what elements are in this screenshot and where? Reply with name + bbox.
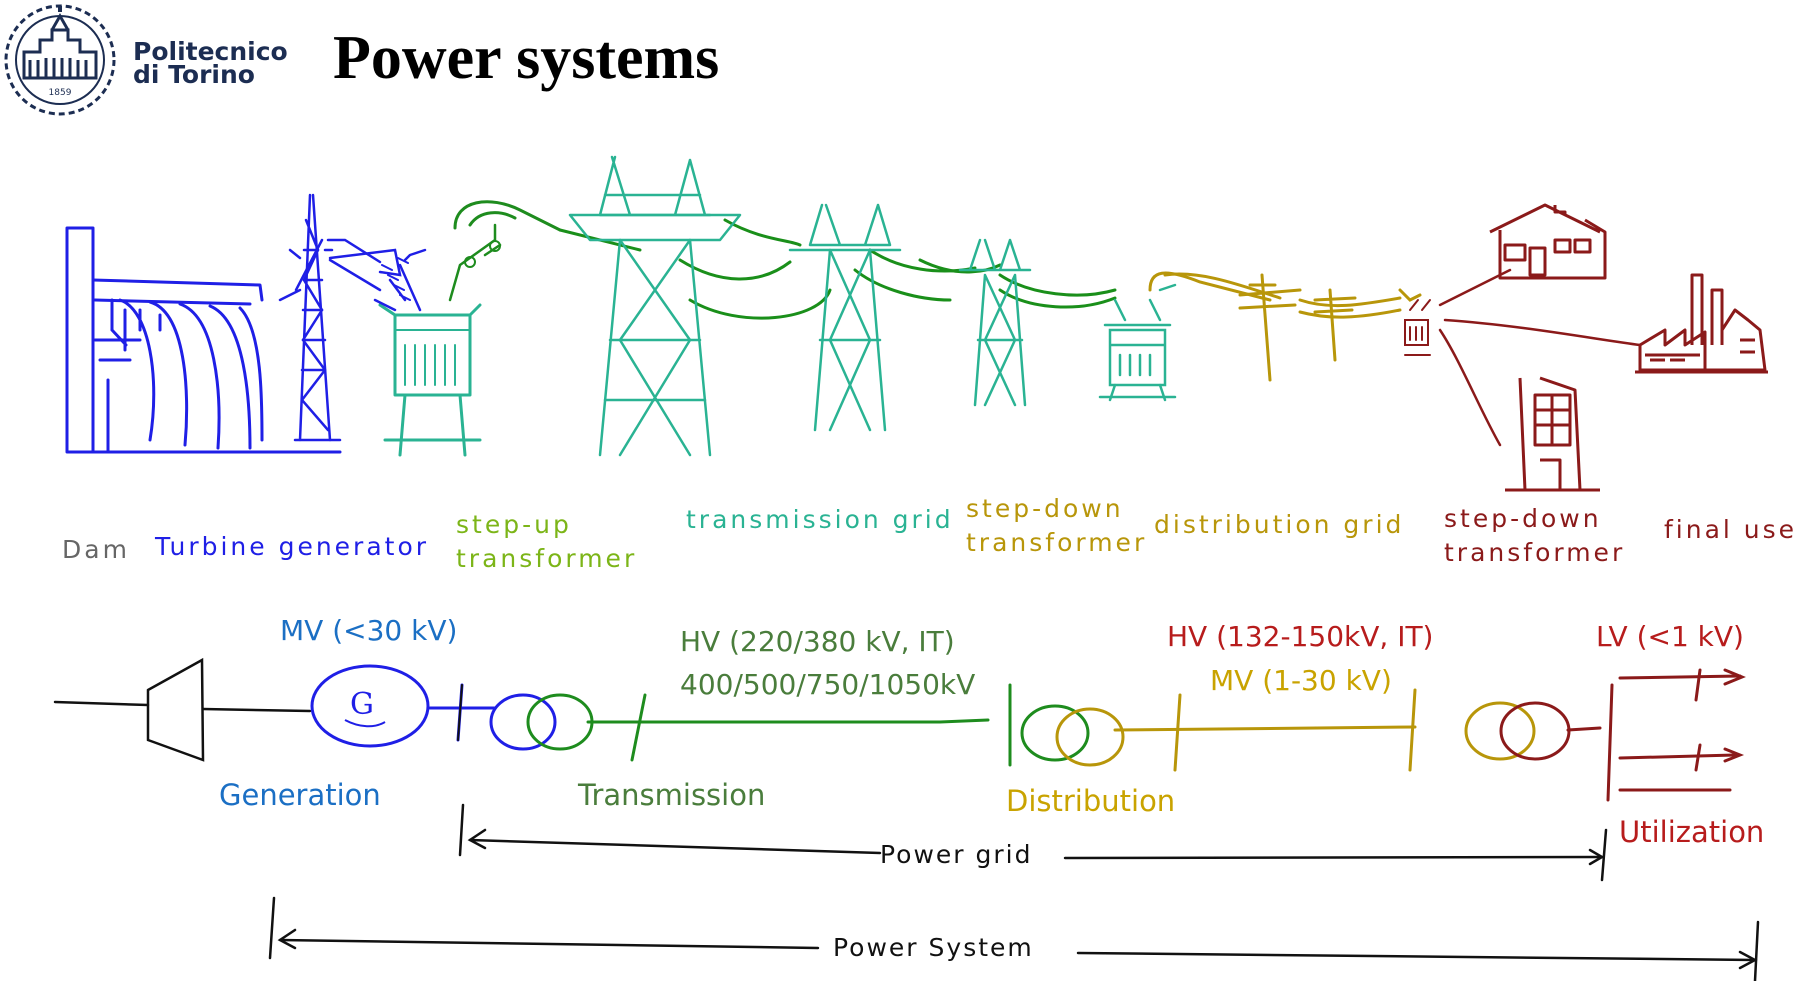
label-step-up-2: transformer (456, 544, 638, 573)
label-final-use: final use (1664, 515, 1796, 544)
transformer-symbol-icon (489, 693, 1571, 767)
house-icon (1489, 203, 1607, 280)
double-arrow-icon (458, 803, 1608, 882)
label-distribution: Distribution (1006, 784, 1176, 818)
label-power-system: Power System (833, 933, 1034, 962)
label-lv: LV (<1 kV) (1596, 620, 1744, 653)
double-arrow-icon (268, 896, 1760, 981)
generator-symbol-icon: G (310, 664, 430, 748)
label-step-down-1: step-down (966, 494, 1124, 523)
step-up-transformer-icon (373, 200, 562, 457)
office-building-icon (1505, 376, 1600, 492)
label-utilization: Utilization (1619, 815, 1765, 849)
label-dam: Dam (62, 535, 130, 564)
label-step-down2-1: step-down (1444, 504, 1602, 533)
dam-icon (65, 226, 342, 454)
factory-icon (1635, 273, 1768, 374)
label-transmission: Transmission (578, 778, 766, 812)
label-distribution-grid: distribution grid (1154, 510, 1405, 539)
final-use-lines (1438, 268, 1642, 447)
page-title: Power systems (333, 24, 720, 92)
generator-label: G (350, 687, 374, 722)
label-mv-dist: MV (1-30 kV) (1210, 664, 1392, 697)
label-power-grid: Power grid (880, 840, 1033, 869)
label-hv-trans-2: 400/500/750/1050kV (680, 668, 976, 701)
label-hv-trans-1: HV (220/380 kV, IT) (680, 625, 955, 658)
step-down-transformer-icon (1098, 283, 1177, 402)
dam-symbol (53, 657, 312, 762)
step-down-transformer-icon (1404, 299, 1431, 356)
distribution-lines (1148, 271, 1402, 319)
label-step-up-1: step-up (456, 510, 572, 539)
label-hv-dist: HV (132-150kV, IT) (1167, 620, 1434, 653)
logo: 1859 Politecnico di Torino (0, 0, 288, 120)
turbine-generator-icon (278, 193, 402, 442)
logo-year: 1859 (49, 88, 72, 98)
university-seal-icon: 1859 (4, 4, 116, 116)
logo-line2: di Torino (133, 60, 255, 89)
label-step-down2-2: transformer (1444, 538, 1626, 567)
label-transmission-grid: transmission grid (686, 505, 954, 534)
schematic-wiring (428, 668, 1746, 802)
transmission-tower-icon (568, 155, 1032, 457)
label-turbine: Turbine generator (155, 532, 430, 561)
label-mv-gen: MV (<30 kV) (280, 614, 458, 647)
label-step-down-2: transformer (966, 528, 1148, 557)
label-generation: Generation (219, 778, 381, 812)
logo-line1: Politecnico (133, 37, 288, 66)
utility-pole-icon (1238, 273, 1422, 382)
